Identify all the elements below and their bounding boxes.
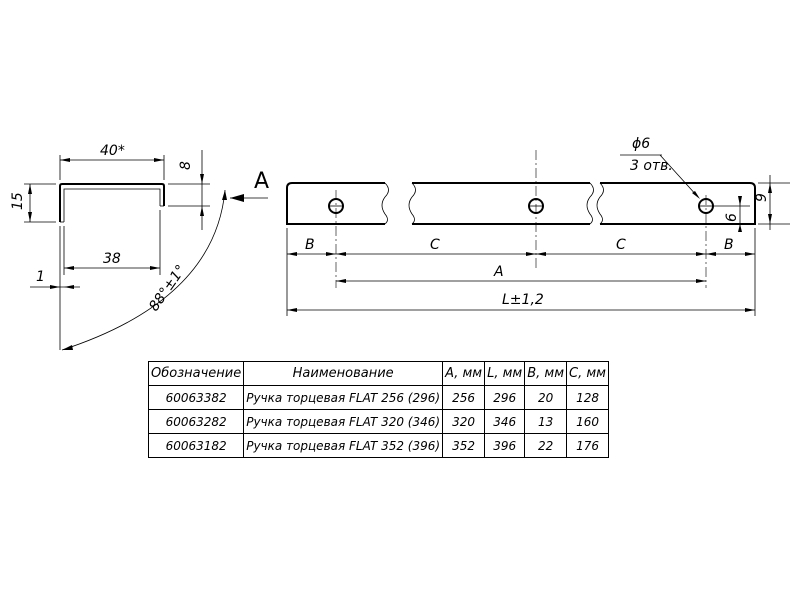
profile-flange-dim: 8	[178, 161, 194, 170]
bar-height-dim: 9	[754, 193, 770, 202]
bar-segment-left	[286, 182, 385, 225]
cell-b: 13	[524, 409, 568, 434]
profile-outline	[59, 183, 165, 222]
hole-offset-dim: 6	[724, 213, 740, 222]
hole-diameter: ϕ6	[632, 136, 650, 152]
dim-c-right: C	[616, 237, 626, 253]
header-name: Наименование	[243, 361, 444, 386]
bar-segment-middle	[412, 182, 590, 225]
profile-inner	[63, 188, 161, 222]
table-header-row: Обозначение Наименование A, мм L, мм B, …	[147, 361, 609, 386]
cell-name: Ручка торцевая FLAT 352 (396)	[243, 433, 444, 458]
table-row: 60063382 Ручка торцевая FLAT 256 (296) 2…	[147, 385, 609, 410]
header-a: A, мм	[442, 361, 486, 386]
header-designation: Обозначение	[147, 361, 245, 386]
cell-l: 346	[484, 409, 526, 434]
header-c: C, мм	[566, 361, 609, 386]
view-label: A	[254, 169, 269, 194]
cell-c: 128	[566, 385, 609, 410]
cell-name: Ручка торцевая FLAT 256 (296)	[243, 385, 444, 410]
profile-view: 40* 8 15 38 1 88°±1°	[10, 143, 227, 351]
table-row: 60063282 Ручка торцевая FLAT 320 (346) 3…	[147, 409, 609, 434]
cell-designation: 60063382	[147, 385, 245, 410]
profile-width-dim: 40*	[100, 143, 125, 159]
cell-designation: 60063182	[147, 433, 245, 458]
profile-height-dim: 15	[10, 192, 26, 210]
dim-b-left: B	[305, 237, 315, 253]
dim-a: A	[493, 264, 504, 280]
cell-l: 396	[484, 433, 526, 458]
spec-table: Обозначение Наименование A, мм L, мм B, …	[147, 361, 609, 458]
table-row: 60063182 Ручка торцевая FLAT 352 (396) 3…	[147, 433, 609, 458]
cell-c: 160	[566, 409, 609, 434]
cell-b: 22	[524, 433, 568, 458]
angle-arc	[61, 189, 226, 351]
cell-name: Ручка торцевая FLAT 320 (346)	[243, 409, 444, 434]
header-l: L, мм	[484, 361, 526, 386]
cell-a: 256	[442, 385, 486, 410]
profile-angle-dim: 88°±1°	[146, 262, 189, 314]
bar-segment-right	[600, 182, 756, 225]
header-b: B, мм	[524, 361, 568, 386]
cell-l: 296	[484, 385, 526, 410]
cell-b: 20	[524, 385, 568, 410]
view-a-marker: A	[230, 169, 269, 202]
bar-view: ϕ6 3 отв. 9 6 B C C B	[286, 136, 790, 316]
hole-count: 3 отв.	[630, 158, 673, 174]
dim-b-right: B	[724, 237, 734, 253]
profile-thickness-dim: 1	[36, 269, 45, 285]
dim-l: L±1,2	[502, 292, 544, 308]
dim-c-left: C	[430, 237, 440, 253]
cell-c: 176	[566, 433, 609, 458]
cell-designation: 60063282	[147, 409, 245, 434]
profile-inner-dim: 38	[103, 251, 121, 267]
cell-a: 352	[442, 433, 486, 458]
cell-a: 320	[442, 409, 486, 434]
